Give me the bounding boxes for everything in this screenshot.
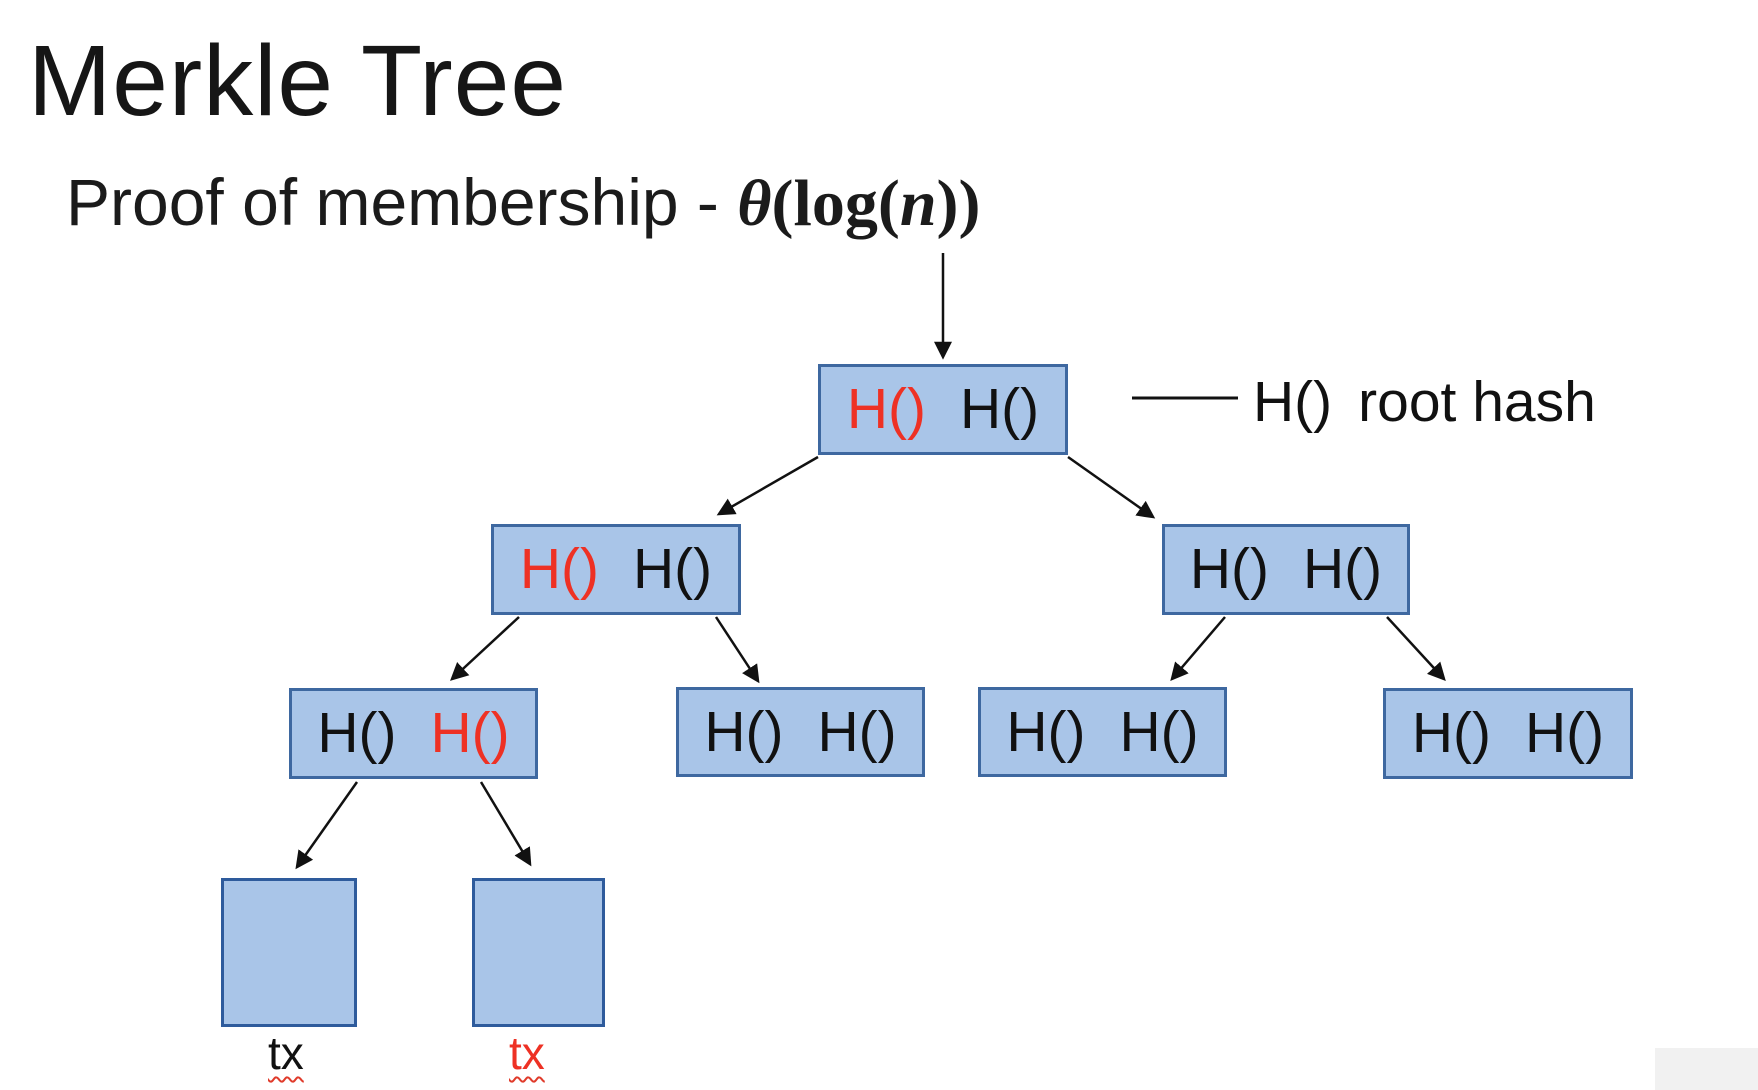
arrow-root-to-right bbox=[1067, 455, 1156, 519]
formula-log: (log( bbox=[771, 167, 900, 240]
formula-n: n bbox=[899, 167, 937, 240]
theta-symbol: θ bbox=[737, 167, 772, 240]
hash-label-right: H() bbox=[960, 377, 1040, 441]
arrow-root-to-left bbox=[716, 455, 819, 516]
leaf-box-tx-left bbox=[221, 878, 357, 1027]
hash-label-left: H() bbox=[519, 537, 599, 601]
subtitle: Proof of membership - θ(log(n)) bbox=[66, 164, 981, 242]
legend-text: root hash bbox=[1358, 370, 1596, 434]
arrow-l2left-to-l3-2 bbox=[714, 616, 760, 684]
tree-node-l2-left: H() H() bbox=[491, 524, 741, 615]
formula-close: )) bbox=[936, 167, 981, 240]
corner-overlay-rect bbox=[1655, 1048, 1758, 1090]
page-title: Merkle Tree bbox=[28, 25, 567, 137]
hash-label-left: H() bbox=[1006, 699, 1086, 764]
arrow-l2right-to-l3-3 bbox=[1170, 616, 1226, 682]
hash-label-left: H() bbox=[1189, 537, 1269, 601]
arrow-l2right-to-l3-4 bbox=[1386, 616, 1446, 681]
legend-hash-label: H() bbox=[1253, 370, 1333, 434]
tree-node-root: H() H() bbox=[818, 364, 1068, 455]
tree-node-l3-3: H() H() bbox=[978, 687, 1227, 777]
hash-label-left: H() bbox=[317, 701, 397, 765]
complexity-formula: θ(log(n)) bbox=[737, 167, 980, 240]
hash-label-left: H() bbox=[846, 377, 926, 441]
subtitle-text: Proof of membership - bbox=[66, 165, 738, 239]
tree-node-l3-4: H() H() bbox=[1383, 688, 1633, 779]
hash-label-right: H() bbox=[1303, 537, 1383, 601]
arrow-l2left-to-l3-1 bbox=[450, 616, 520, 681]
hash-label-right: H() bbox=[1119, 699, 1199, 764]
arrow-l3-1-to-tx-right bbox=[479, 781, 532, 867]
hash-label-left: H() bbox=[1411, 701, 1491, 765]
tree-node-l3-1: H() H() bbox=[289, 688, 538, 779]
hash-label-right: H() bbox=[817, 699, 897, 764]
hash-label-right: H() bbox=[633, 537, 713, 601]
tx-label-right: tx bbox=[509, 1027, 545, 1079]
hash-label-right: H() bbox=[430, 701, 510, 765]
legend-root-hash: H() root hash bbox=[1253, 369, 1596, 435]
tx-label-left: tx bbox=[268, 1027, 304, 1079]
arrow-l3-1-to-tx-left bbox=[295, 781, 359, 870]
hash-label-right: H() bbox=[1525, 701, 1605, 765]
tree-node-l3-2: H() H() bbox=[676, 687, 925, 777]
hash-label-left: H() bbox=[704, 699, 784, 764]
tree-node-l2-right: H() H() bbox=[1162, 524, 1410, 615]
leaf-box-tx-right bbox=[472, 878, 605, 1027]
